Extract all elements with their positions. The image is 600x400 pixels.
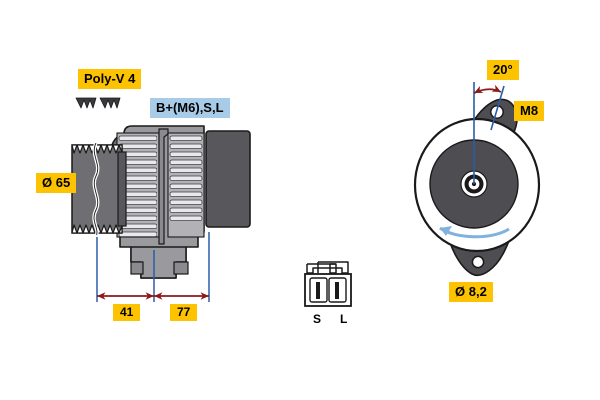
- alternator-front-view: [413, 82, 541, 276]
- connector-blade-s: [316, 282, 320, 299]
- angle-arrow-20: [473, 84, 502, 94]
- label-poly-v: Poly-V 4: [78, 69, 142, 89]
- connector-symbol: [304, 261, 352, 307]
- label-dimension-77: 77: [170, 304, 198, 321]
- rear-cover: [205, 130, 251, 228]
- bolt-hole-8-2: [471, 255, 485, 269]
- label-connector-pin-l: L: [340, 312, 348, 326]
- center-rib: [158, 128, 169, 245]
- poly-v-pulley: [71, 143, 127, 235]
- label-dimension-41: 41: [113, 304, 141, 321]
- label-terminals: B+(M6),S,L: [150, 98, 230, 118]
- poly-v-groove-icon: [75, 97, 121, 109]
- connector-blade-l: [335, 282, 339, 299]
- label-hole-diameter: Ø 8,2: [449, 282, 493, 302]
- cooling-fins-right: [169, 135, 203, 221]
- angled-reference-line: [490, 85, 505, 131]
- label-angle-20: 20°: [487, 60, 519, 80]
- alternator-side-view: [71, 125, 251, 302]
- label-pulley-diameter: Ø 65: [36, 173, 77, 193]
- rotation-direction-arrow: [439, 226, 510, 239]
- label-connector-pin-s: S: [313, 312, 322, 326]
- label-bolt-m8: M8: [514, 101, 545, 121]
